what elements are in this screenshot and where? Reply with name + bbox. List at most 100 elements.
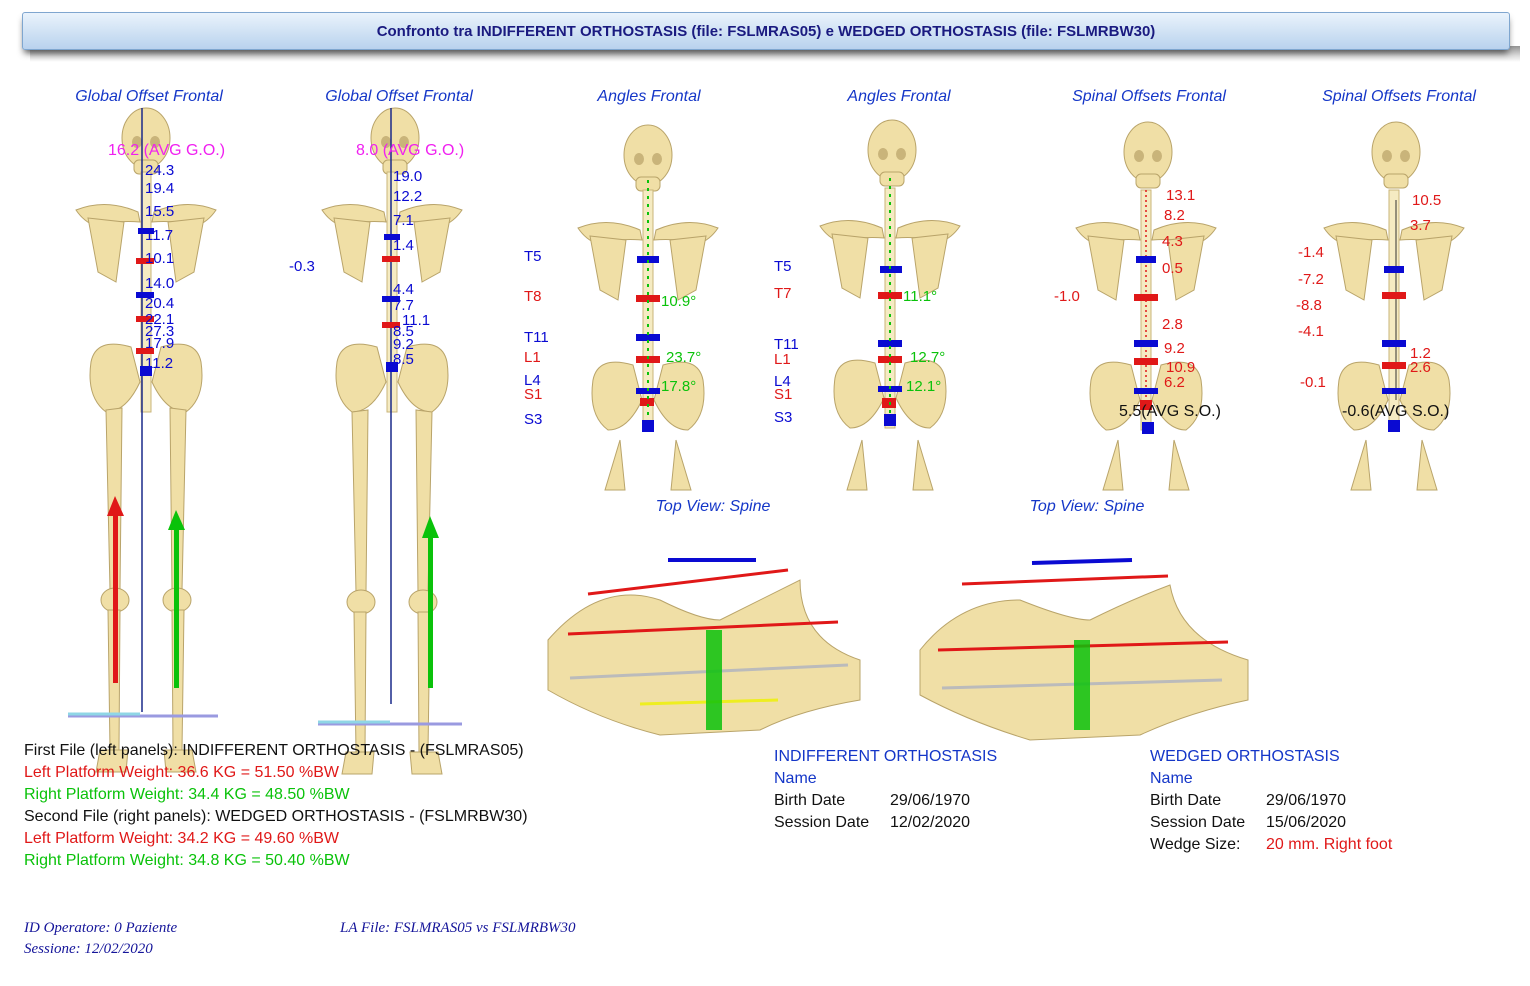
- session-1-birth-date: 29/06/1970: [890, 792, 971, 809]
- panel-4-angle: 11.1°: [903, 288, 938, 305]
- footer-operator-block: ID Operatore: 0 Paziente Sessione: 12/02…: [24, 918, 177, 960]
- panel-3-level: T8: [524, 288, 542, 305]
- panel-1-value: 19.4: [145, 180, 175, 197]
- panel-3-angle: 10.9°: [661, 293, 697, 310]
- panel-2-value: 8.5: [393, 323, 414, 340]
- panel-3-angle: 23.7°: [666, 349, 702, 366]
- panel-6-left-value: -1.4: [1298, 244, 1324, 261]
- panel-1-value: 22.1: [145, 311, 175, 328]
- session-1-info: INDIFFERENT ORTHOSTASIS Name Birth Date 2…: [774, 746, 997, 834]
- panel-5-value: 9.2: [1164, 340, 1185, 357]
- panel-4-angle: 12.7°: [910, 349, 946, 366]
- panel-6-left-value: -0.1: [1300, 374, 1326, 391]
- panel-5-value: 8.2: [1164, 207, 1185, 224]
- session-2-session-label: Session Date: [1150, 814, 1246, 831]
- panel-6-right-value: 2.6: [1410, 359, 1431, 376]
- panel-4-level: L1: [774, 351, 791, 368]
- session-1-birth-label: Birth Date: [774, 792, 846, 809]
- panel-2-value: 19.0: [393, 168, 423, 185]
- panel-1-value: 27.3: [145, 323, 175, 340]
- panel-1-value: 17.9: [145, 335, 175, 352]
- panel-6-right-value: 1.2: [1410, 345, 1431, 362]
- skeleton-panel-3: [577, 124, 719, 491]
- panel-5-value: 2.8: [1162, 316, 1183, 333]
- panel-3-level: T5: [524, 248, 542, 265]
- panel-3-level: L4: [524, 372, 541, 389]
- header-shadow: [30, 46, 1520, 62]
- panel-2-value: 8.5: [393, 351, 414, 368]
- panel-6-right-value: 3.7: [1410, 217, 1431, 234]
- top-view-left-title: Top View: Spine: [655, 498, 771, 515]
- session-1-session-date: 12/02/2020: [890, 814, 971, 831]
- panel-4-level: T11: [774, 336, 799, 353]
- footer-session: Sessione: 12/02/2020: [24, 941, 153, 957]
- platform-summary: First File (left panels): INDIFFERENT OR…: [24, 740, 528, 872]
- session-2-title: WEDGED ORTHOSTASIS: [1150, 748, 1340, 765]
- panel-4-title: Angles Frontal: [847, 88, 951, 105]
- top-view-right-title: Top View: Spine: [1029, 498, 1145, 515]
- session-2-name-label: Name: [1150, 770, 1193, 787]
- session-2-birth-label: Birth Date: [1150, 792, 1222, 809]
- top-view-right: [919, 558, 1249, 741]
- panel-2-side-value: -0.3: [289, 258, 315, 275]
- report-header: Confronto tra INDIFFERENT ORTHOSTASIS (f…: [22, 12, 1510, 50]
- panel-1-value: 15.5: [145, 203, 175, 220]
- panel-2-value: 12.2: [393, 188, 423, 205]
- panel-3-level: L1: [524, 349, 541, 366]
- panel-2-value: 1.4: [393, 237, 414, 254]
- footer-operator: ID Operatore: 0 Paziente: [24, 920, 178, 936]
- session-2-wedge-size: 20 mm. Right foot: [1266, 836, 1393, 853]
- panel-2-value: 7.7: [393, 297, 414, 314]
- panel-1-value: 11.2: [145, 355, 174, 372]
- panel-4-level: T7: [774, 285, 792, 302]
- panel-2-avg: 8.0 (AVG G.O.): [356, 142, 465, 159]
- panel-2-title: Global Offset Frontal: [325, 88, 473, 105]
- panel-5-avg: 5.5(AVG S.O.): [1119, 403, 1221, 420]
- panel-1-value: 24.3: [145, 162, 175, 179]
- panel-4-level: L4: [774, 373, 791, 390]
- panel-2-value: 9.2: [393, 336, 414, 353]
- panel-4-angle: 12.1°: [906, 378, 942, 395]
- session-1-name-label: Name: [774, 770, 817, 787]
- panel-6-left-value: -4.1: [1298, 323, 1324, 340]
- session-2-birth-date: 29/06/1970: [1266, 792, 1347, 809]
- panel-5-value: 10.9: [1166, 359, 1196, 376]
- panel-5-title: Spinal Offsets Frontal: [1072, 88, 1226, 105]
- session-1-title: INDIFFERENT ORTHOSTASIS: [774, 748, 998, 765]
- panel-1-title: Global Offset Frontal: [75, 88, 223, 105]
- panel-4-level: S3: [774, 409, 793, 426]
- panel-1-value: 11.7: [145, 227, 174, 244]
- footer-file: LA File: FSLMRAS05 vs FSLMRBW30: [340, 920, 576, 936]
- panel-6-avg: -0.6(AVG S.O.): [1342, 403, 1450, 420]
- panel-1-value: 14.0: [145, 275, 175, 292]
- panel-5-value: 4.3: [1162, 233, 1183, 250]
- panel-6-right-value: 10.5: [1412, 192, 1442, 209]
- session-1-session-label: Session Date: [774, 814, 870, 831]
- panel-4-level: T5: [774, 258, 792, 275]
- panel-6-left-value: -7.2: [1298, 271, 1324, 288]
- panel-6-left-value: -8.8: [1296, 297, 1322, 314]
- panel-6-title: Spinal Offsets Frontal: [1322, 88, 1476, 105]
- panel-3-title: Angles Frontal: [597, 88, 701, 105]
- session-2-wedge-label: Wedge Size:: [1150, 836, 1241, 853]
- skeleton-panel-4: [819, 119, 961, 491]
- panel-3-level: S3: [524, 411, 543, 428]
- session-2-info: WEDGED ORTHOSTASIS Name Birth Date 29/06/…: [1150, 746, 1392, 856]
- panel-1-value: 20.4: [145, 295, 175, 312]
- panel-5-value: 13.1: [1166, 187, 1196, 204]
- first-right-weight: Right Platform Weight: 34.4 KG = 48.50 %…: [24, 786, 350, 803]
- panel-3-angle: 17.8°: [661, 378, 697, 395]
- second-right-weight: Right Platform Weight: 34.8 KG = 50.40 %…: [24, 852, 350, 869]
- session-2-session-date: 15/06/2020: [1266, 814, 1347, 831]
- panel-1-avg: 16.2 (AVG G.O.): [108, 142, 226, 159]
- panel-1-value: 10.1: [145, 250, 175, 267]
- second-left-weight: Left Platform Weight: 34.2 KG = 49.60 %B…: [24, 830, 339, 847]
- first-file-label: First File (left panels): INDIFFERENT OR…: [24, 742, 524, 759]
- panel-5-value: 0.5: [1162, 260, 1183, 277]
- second-file-label: Second File (right panels): WEDGED ORTHO…: [24, 808, 528, 825]
- panel-2-value: 4.4: [393, 281, 414, 298]
- skeleton-panel-1: [68, 107, 218, 773]
- skeleton-panel-6: [1323, 121, 1465, 491]
- top-view-left: [547, 558, 861, 736]
- panel-2-value: 7.1: [393, 212, 414, 229]
